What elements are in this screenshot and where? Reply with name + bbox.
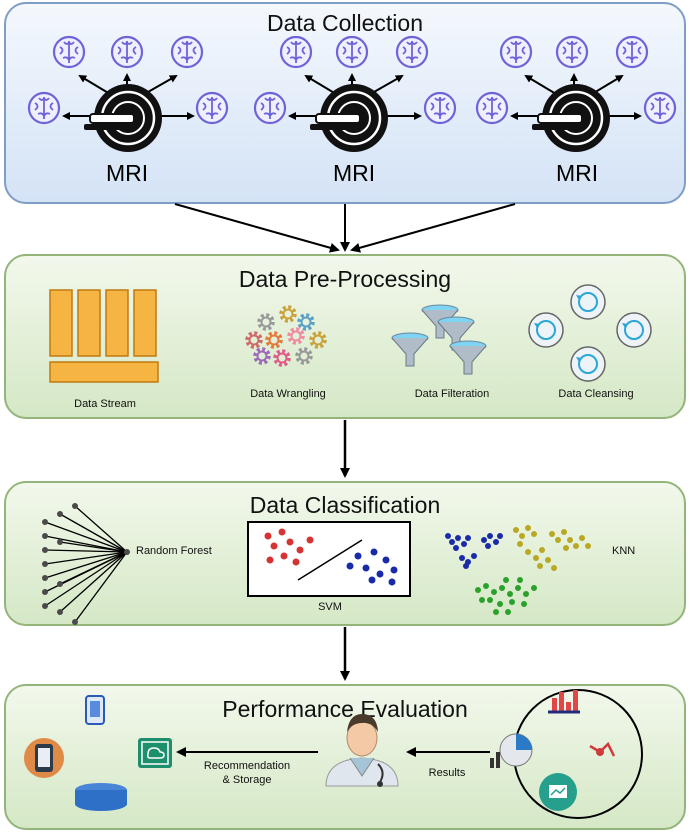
- results-cycle-icon: [490, 689, 643, 819]
- data-wrangling-icon: [245, 305, 327, 367]
- phone-icon: [24, 738, 64, 778]
- evaluation-title: Performance Evaluation: [222, 696, 468, 722]
- random-forest-icon: [42, 503, 130, 625]
- random-forest-label: Random Forest: [136, 545, 212, 557]
- database-icon: [75, 783, 127, 811]
- knn-icon: [445, 525, 591, 615]
- recommendation-label-line1: Recommendation: [203, 760, 291, 772]
- results-label: Results: [428, 767, 466, 779]
- data-stream-icon: [49, 289, 159, 383]
- converge-arrows: [174, 203, 516, 253]
- svm-label: SVM: [318, 601, 342, 613]
- data-filteration-icon: [391, 304, 487, 375]
- mri-group-2: [253, 35, 457, 154]
- doctor-icon: [325, 714, 399, 787]
- tablet-icon: [85, 695, 105, 725]
- classification-title: Data Classification: [249, 492, 441, 518]
- data-filteration-label: Data Filteration: [414, 388, 490, 400]
- svm-icon: [247, 521, 411, 597]
- mri-label-3: MRI: [556, 160, 599, 186]
- recommendation-label-line2: & Storage: [222, 774, 272, 786]
- data-cleansing-icon: [528, 284, 652, 382]
- mri-group-3: [475, 35, 677, 154]
- knn-label: KNN: [612, 545, 636, 557]
- cloud-storage-icon: [138, 738, 172, 768]
- data-cleansing-label: Data Cleansing: [558, 388, 634, 400]
- pre-processing-title: Data Pre-Processing: [238, 266, 452, 292]
- mri-group-1: [27, 35, 229, 154]
- data-wrangling-label: Data Wrangling: [250, 388, 326, 400]
- data-collection-title: Data Collection: [267, 10, 423, 36]
- data-stream-label: Data Stream: [74, 398, 136, 410]
- mri-label-2: MRI: [333, 160, 376, 186]
- mri-label-1: MRI: [106, 160, 149, 186]
